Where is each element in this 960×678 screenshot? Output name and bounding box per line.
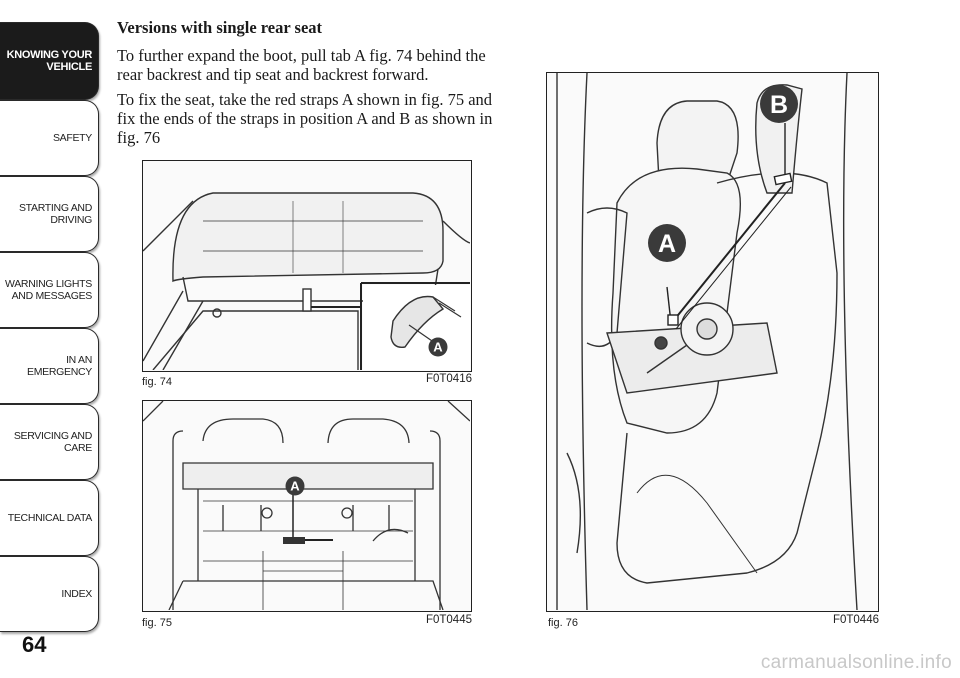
seat-strap-anchor-drawing: A B bbox=[556, 73, 858, 610]
callout-a-marker bbox=[648, 224, 686, 262]
fig-74-code: F0T0416 bbox=[425, 373, 472, 385]
fig-74-illustration: A bbox=[142, 160, 472, 372]
callout-a-label: A bbox=[433, 340, 443, 355]
tab-index[interactable]: INDEX bbox=[0, 556, 99, 632]
fig-75-illustration: A bbox=[142, 400, 472, 612]
callout-b-label: B bbox=[770, 91, 788, 119]
page-number: 64 bbox=[22, 632, 47, 657]
callout-b-marker bbox=[760, 85, 798, 123]
callout-a-label: A bbox=[658, 230, 676, 258]
seat-folded-drawing: A bbox=[143, 192, 470, 370]
callout-a-label: A bbox=[290, 479, 300, 494]
paragraph-tilt-seat: To further expand the boot, pull tab A f… bbox=[117, 46, 486, 84]
tab-safety[interactable]: SAFETY bbox=[0, 100, 99, 176]
tab-in-an-emergency[interactable]: IN AN EMERGENCY bbox=[0, 328, 99, 404]
fig-75-code: F0T0445 bbox=[425, 614, 472, 626]
rear-seat-straps-drawing: A bbox=[143, 401, 470, 610]
paragraph-fix-straps: To fix the seat, take the red straps A s… bbox=[117, 90, 493, 147]
section-heading: Versions with single rear seat bbox=[117, 18, 323, 37]
callout-a-marker bbox=[285, 476, 305, 496]
fig-75-caption: fig. 75 bbox=[142, 617, 172, 629]
fig-76-illustration: A B bbox=[546, 72, 879, 612]
watermark: carmanualsonline.info bbox=[760, 652, 952, 673]
instructions-section: Versions with single rear seat To furthe… bbox=[117, 18, 497, 153]
fig-76-caption: fig. 76 bbox=[548, 617, 578, 629]
tab-technical-data[interactable]: TECHNICAL DATA bbox=[0, 480, 99, 556]
fig-76-code: F0T0446 bbox=[832, 614, 879, 626]
fig-74-caption: fig. 74 bbox=[142, 376, 172, 388]
callout-a-marker bbox=[428, 337, 448, 357]
